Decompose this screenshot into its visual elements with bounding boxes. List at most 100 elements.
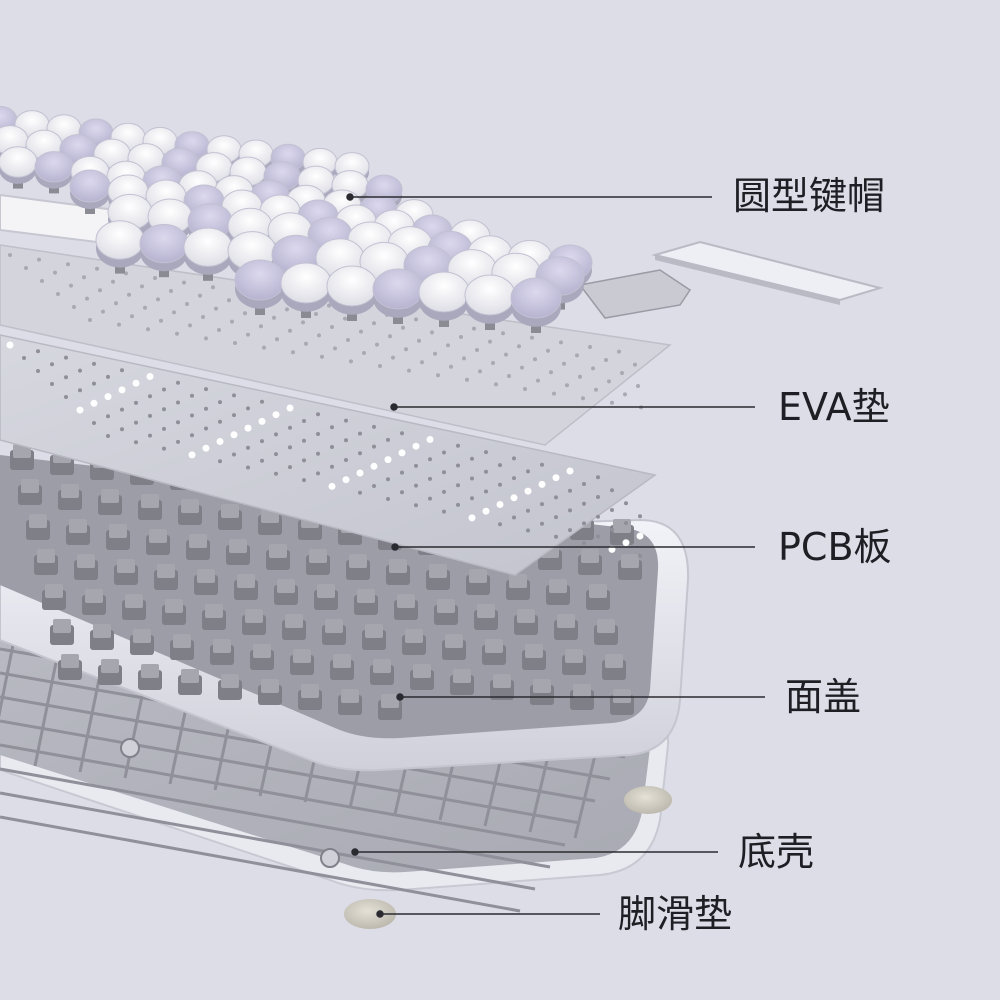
round-keycap xyxy=(510,277,562,333)
eva-dot xyxy=(111,279,115,284)
round-keycap xyxy=(464,274,516,330)
foot-pad-right xyxy=(624,786,672,814)
eva-dot xyxy=(504,352,508,357)
eva-dot xyxy=(633,362,637,367)
eva-dot xyxy=(182,280,186,285)
eva-dot xyxy=(72,305,76,309)
eva-dot xyxy=(230,319,234,324)
eva-dot xyxy=(198,293,202,298)
top-cover-label: 面盖 xyxy=(785,675,862,719)
pcb-hole xyxy=(134,400,138,405)
eva-dot xyxy=(594,387,598,392)
round-keycap xyxy=(34,151,74,194)
pcb-hole xyxy=(328,482,336,490)
pcb-hole xyxy=(176,400,180,405)
pcb-hole xyxy=(106,434,110,438)
pcb-hole xyxy=(414,483,418,488)
pcb-hole xyxy=(274,471,278,476)
switch-housing xyxy=(610,689,634,715)
switch-housing xyxy=(154,564,178,590)
pcb-hole xyxy=(22,356,26,360)
pcb-hole xyxy=(540,502,544,507)
pcb-hole xyxy=(428,457,432,462)
pcb-hole xyxy=(176,380,180,385)
switch-housing xyxy=(370,659,394,685)
switch-housing xyxy=(314,584,338,610)
pcb-hole xyxy=(64,355,68,360)
pcb-hole xyxy=(582,541,586,546)
pcb-hole xyxy=(428,476,432,481)
eva-dot xyxy=(243,311,247,316)
pcb-hole xyxy=(246,465,250,470)
switch-housing xyxy=(378,694,402,720)
pcb-hole xyxy=(596,475,600,480)
pcb-hole xyxy=(552,474,560,482)
bottom-rib xyxy=(0,815,521,913)
pcb-hole xyxy=(204,426,208,431)
pcb-hole xyxy=(132,379,140,387)
eva-dot xyxy=(291,350,295,355)
pcb-hole xyxy=(342,476,350,484)
switch-housing xyxy=(82,589,106,615)
pcb-hole xyxy=(272,411,280,419)
eva-dot xyxy=(436,373,440,378)
switch-housing xyxy=(442,634,466,660)
eva-pad-label: EVA垫 xyxy=(778,385,890,429)
switch-housing xyxy=(170,634,194,660)
pcb-hole xyxy=(498,482,502,487)
pcb-hole xyxy=(176,420,180,425)
eva-dot xyxy=(446,343,450,348)
pcb-hole xyxy=(288,445,292,450)
pcb-layer xyxy=(0,334,657,576)
stabilizer-switch xyxy=(578,269,692,319)
switch-housing xyxy=(474,604,498,630)
switch-housing xyxy=(218,504,242,530)
eva-dot xyxy=(301,320,305,325)
pcb-hole xyxy=(638,553,642,558)
foot-pad-leader-dot xyxy=(376,910,384,918)
switch-housing xyxy=(146,529,170,555)
eva-dot xyxy=(320,354,324,359)
pcb-hole xyxy=(526,508,530,513)
pcb-hole xyxy=(316,471,320,476)
switch-housing xyxy=(618,554,642,580)
eva-dot xyxy=(140,284,144,289)
pcb-hole xyxy=(204,387,208,392)
eva-dot xyxy=(359,329,363,334)
eva-dot xyxy=(143,305,147,310)
pcb-hole xyxy=(468,514,476,522)
pcb-hole xyxy=(400,431,404,436)
switch-housing xyxy=(258,679,282,705)
switch-housing xyxy=(210,639,234,665)
pcb-hole xyxy=(540,521,544,526)
eva-dot xyxy=(401,325,405,330)
switch-housing xyxy=(394,594,418,620)
pcb-hole xyxy=(286,404,294,412)
eva-dot xyxy=(404,347,408,352)
pcb-hole xyxy=(162,446,166,451)
eva-dot xyxy=(465,377,469,382)
pcb-hole xyxy=(358,431,362,436)
pcb-hole xyxy=(218,459,222,464)
pcb-hole xyxy=(568,508,572,513)
bottom-rib xyxy=(0,791,536,891)
pcb-hole xyxy=(190,393,194,398)
pcb-hole xyxy=(78,368,82,373)
switch-housing xyxy=(194,569,218,595)
pcb-hole xyxy=(370,462,378,470)
eva-dot xyxy=(530,335,534,340)
pcb-hole xyxy=(596,534,600,539)
eva-dot xyxy=(588,345,592,349)
eva-dot xyxy=(285,307,289,312)
switch-housing xyxy=(138,494,162,520)
eva-dot xyxy=(201,315,205,319)
eva-dot xyxy=(472,326,476,331)
switch-housing xyxy=(58,654,82,680)
pcb-hole xyxy=(92,361,96,366)
pcb-hole xyxy=(330,464,334,469)
eva-dot xyxy=(491,361,495,365)
pcb-hole xyxy=(36,349,40,354)
pcb-hole xyxy=(512,476,516,481)
switch-housing xyxy=(602,654,626,680)
pcb-hole xyxy=(50,382,54,386)
